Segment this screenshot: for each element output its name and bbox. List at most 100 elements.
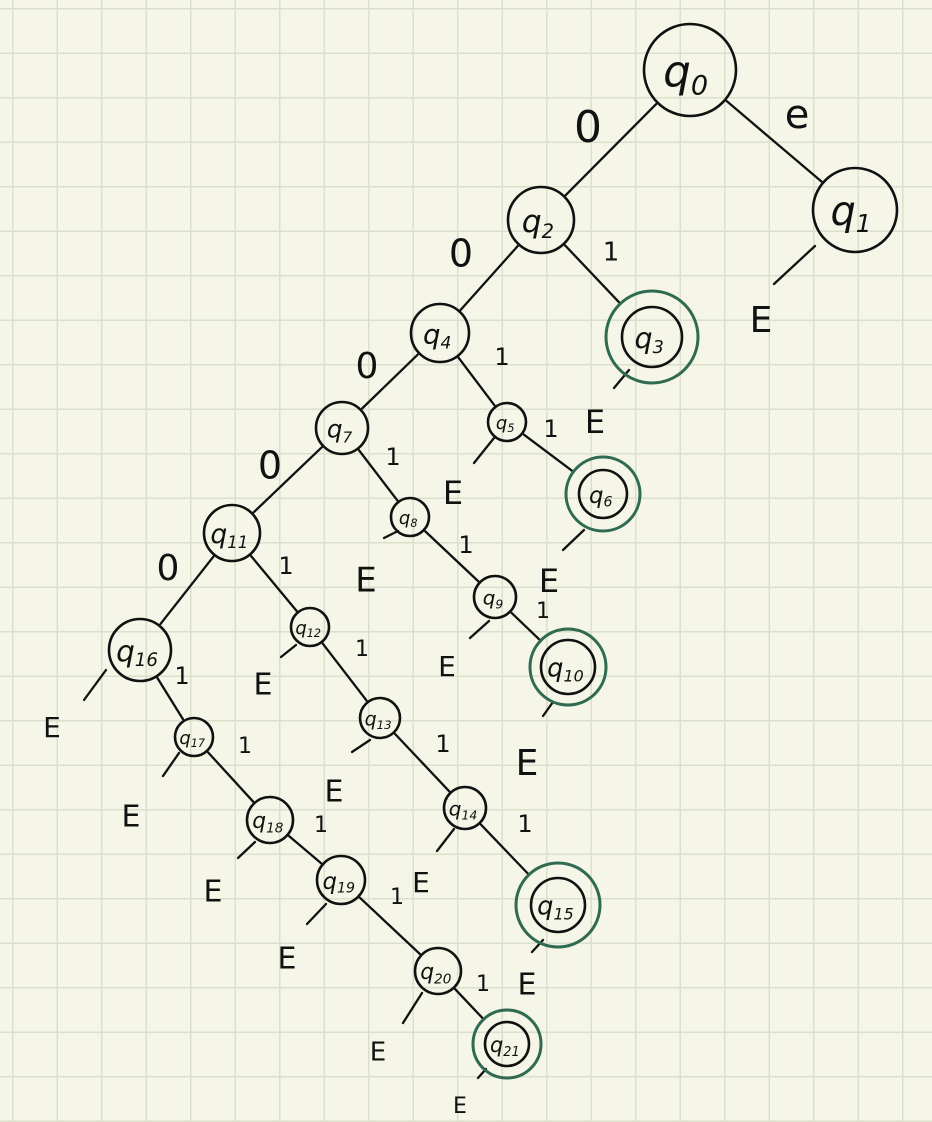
transition-q4-q7 <box>360 353 419 410</box>
transition-q20-q21 <box>454 988 484 1019</box>
state-subscript-q1: 1 <box>856 209 872 238</box>
error-transition-q17 <box>161 751 181 778</box>
state-subscript-q11: 11 <box>227 533 248 552</box>
state-circle-q2 <box>506 185 576 255</box>
accepting-ring-q3 <box>604 289 700 385</box>
state-label-q11: q11 <box>210 519 248 551</box>
error-transition-q18 <box>236 840 257 860</box>
state-circle-q20 <box>413 946 463 996</box>
state-subscript-q20: 20 <box>434 971 451 987</box>
state-q5: q5 <box>486 401 528 443</box>
state-subscript-q18: 18 <box>266 820 284 836</box>
transition-label-q17-q18: 1 <box>238 734 252 759</box>
transition-label-q12-q13: 1 <box>355 637 369 662</box>
state-subscript-q8: 8 <box>410 517 417 530</box>
state-subscript-q5: 5 <box>507 422 514 435</box>
transition-label-q4-q7: 0 <box>356 346 379 387</box>
state-q1: q1 <box>811 166 899 254</box>
state-label-q5: q5 <box>496 413 515 435</box>
transition-label-q8-q9: 1 <box>458 531 473 559</box>
transition-label-q2-q4: 0 <box>449 232 473 276</box>
state-circle-q3 <box>620 305 684 369</box>
transition-label-q4-q5: 1 <box>494 343 509 371</box>
error-transition-q19 <box>305 902 328 926</box>
state-subscript-q21: 21 <box>503 1044 519 1059</box>
state-circle-q8 <box>389 496 431 538</box>
error-transition-q9 <box>468 619 491 640</box>
transition-label-q11-q16: 0 <box>157 548 180 589</box>
transition-q7-q8 <box>357 449 399 502</box>
error-label-q16: E <box>43 711 61 744</box>
error-label-q19: E <box>278 942 297 977</box>
state-q18: q18 <box>245 795 295 845</box>
transition-q2-q4 <box>459 244 519 312</box>
state-label-q1: q1 <box>830 188 871 238</box>
transition-q19-q20 <box>358 896 421 956</box>
transition-label-q7-q11: 0 <box>258 444 282 488</box>
state-subscript-q12: 12 <box>307 627 321 640</box>
state-label-q14: q14 <box>449 796 477 822</box>
nodes-layer: q0q1q2q3q4q5q6q7q8q9q10q11q12q13q14q15q1… <box>107 22 899 1080</box>
state-subscript-q7: 7 <box>342 428 352 446</box>
state-label-q0: q0 <box>663 46 708 101</box>
accepting-ring-q21 <box>471 1008 543 1080</box>
state-q4: q4 <box>409 302 471 364</box>
state-subscript-q6: 6 <box>603 495 612 511</box>
error-transition-q6 <box>561 528 586 552</box>
transition-q16-q17 <box>156 676 185 721</box>
state-q20: q20 <box>413 946 463 996</box>
accepting-ring-q15 <box>514 861 602 949</box>
state-q13: q13 <box>358 696 402 740</box>
error-label-q15: E <box>518 968 537 1003</box>
error-label-q17: E <box>122 800 141 835</box>
state-label-q16: q16 <box>116 634 158 671</box>
state-circle-q14 <box>442 785 488 831</box>
state-q17: q17 <box>173 716 215 758</box>
state-label-q17: q17 <box>179 728 206 750</box>
state-label-q4: q4 <box>423 319 451 354</box>
state-subscript-q16: 16 <box>135 650 158 671</box>
error-label-q20: E <box>370 1038 386 1068</box>
state-q6: q6 <box>564 455 642 533</box>
state-label-q13: q13 <box>365 708 392 731</box>
transition-label-q11-q12: 1 <box>278 552 293 580</box>
state-subscript-q14: 14 <box>461 808 477 822</box>
error-label-q10: E <box>516 743 539 784</box>
error-transition-q16 <box>82 668 108 702</box>
state-label-q20: q20 <box>420 960 451 987</box>
error-transition-q5 <box>472 436 496 465</box>
error-label-q1: E <box>750 300 773 341</box>
state-label-q12: q12 <box>295 618 321 640</box>
state-q14: q14 <box>442 785 488 831</box>
state-subscript-q0: 0 <box>691 70 708 101</box>
transition-label-q14-q15: 1 <box>517 810 532 838</box>
transition-label-q0-q2: 0 <box>574 102 602 153</box>
error-label-q8: E <box>355 561 376 601</box>
transition-q0-q2 <box>564 102 658 197</box>
transition-label-q16-q17: 1 <box>174 662 189 690</box>
state-label-q7: q7 <box>327 414 353 445</box>
error-transition-q1 <box>772 244 817 286</box>
transition-q12-q13 <box>321 642 368 702</box>
error-transition-q12 <box>279 643 298 659</box>
state-subscript-q17: 17 <box>191 737 206 750</box>
transition-q18-q19 <box>287 834 323 865</box>
state-circle-q19 <box>315 854 367 906</box>
error-label-q18: E <box>204 875 223 910</box>
error-label-q9: E <box>438 650 456 683</box>
state-label-q19: q19 <box>322 869 354 897</box>
error-label-q5: E <box>443 474 463 512</box>
state-circle-q10 <box>539 638 597 696</box>
transition-label-q19-q20: 1 <box>390 885 404 910</box>
state-circle-q17 <box>173 716 215 758</box>
transition-label-q9-q10: 1 <box>536 599 550 624</box>
state-circle-q4 <box>409 302 471 364</box>
state-subscript-q2: 2 <box>542 219 554 242</box>
transition-q17-q18 <box>207 751 255 803</box>
error-label-q13: E <box>325 775 344 810</box>
transition-label-q2-q3: 1 <box>603 238 620 268</box>
transition-q9-q10 <box>510 611 541 641</box>
state-q15: q15 <box>514 861 602 949</box>
state-circle-q6 <box>577 468 629 520</box>
